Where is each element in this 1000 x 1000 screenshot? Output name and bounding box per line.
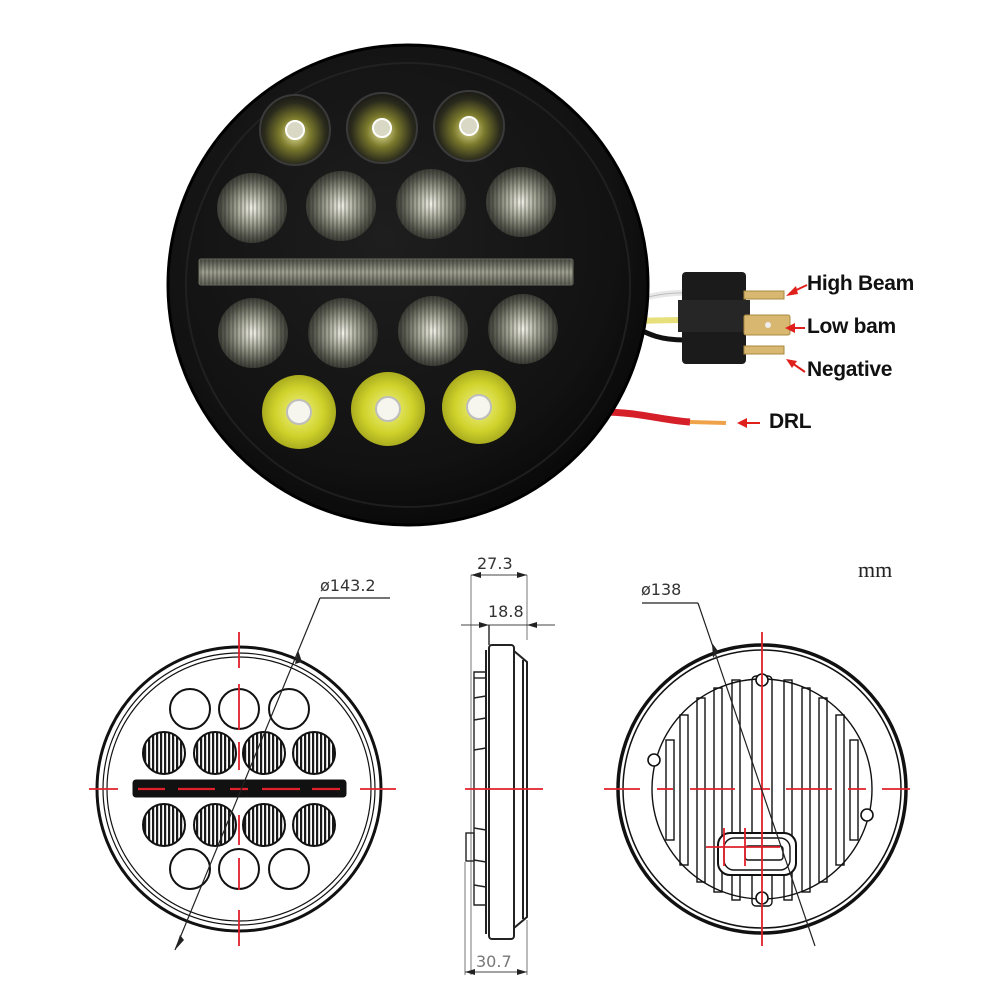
drl-light-bar (198, 258, 574, 286)
rear-view-leader (642, 602, 816, 947)
label-negative: Negative (807, 358, 893, 381)
side-view-drawing (461, 572, 555, 975)
body-depth-label: 18.8 (488, 602, 524, 621)
dimension-drawings-graphic (89, 572, 910, 975)
front-diameter-label: ø143.2 (320, 576, 376, 595)
total-depth-label: 30.7 (476, 952, 512, 971)
overall-depth-label: 27.3 (477, 554, 513, 573)
unit-label: mm (858, 557, 893, 582)
headlight-photo-graphic (166, 43, 808, 527)
lower-reflector-row (218, 294, 558, 368)
front-view-centerlines (89, 632, 396, 946)
front-view-leader (174, 597, 390, 951)
upper-reflector-row (217, 167, 556, 243)
rear-diameter-label: ø138 (641, 580, 682, 599)
label-drl: DRL (769, 410, 812, 433)
label-low-beam: Low bam (807, 315, 896, 338)
h4-connector (678, 272, 791, 364)
callout-arrows (737, 284, 808, 428)
red-drl-wire (599, 408, 691, 426)
label-high-beam: High Beam (807, 272, 914, 295)
product-photo: High Beam Low bam Negative DRL (166, 43, 914, 527)
top-projector-row (259, 90, 505, 166)
technical-drawings: ø143.2 27.3 18.8 30.7 ø138 mm (0, 540, 1000, 1000)
bottom-projector-row (262, 370, 516, 449)
